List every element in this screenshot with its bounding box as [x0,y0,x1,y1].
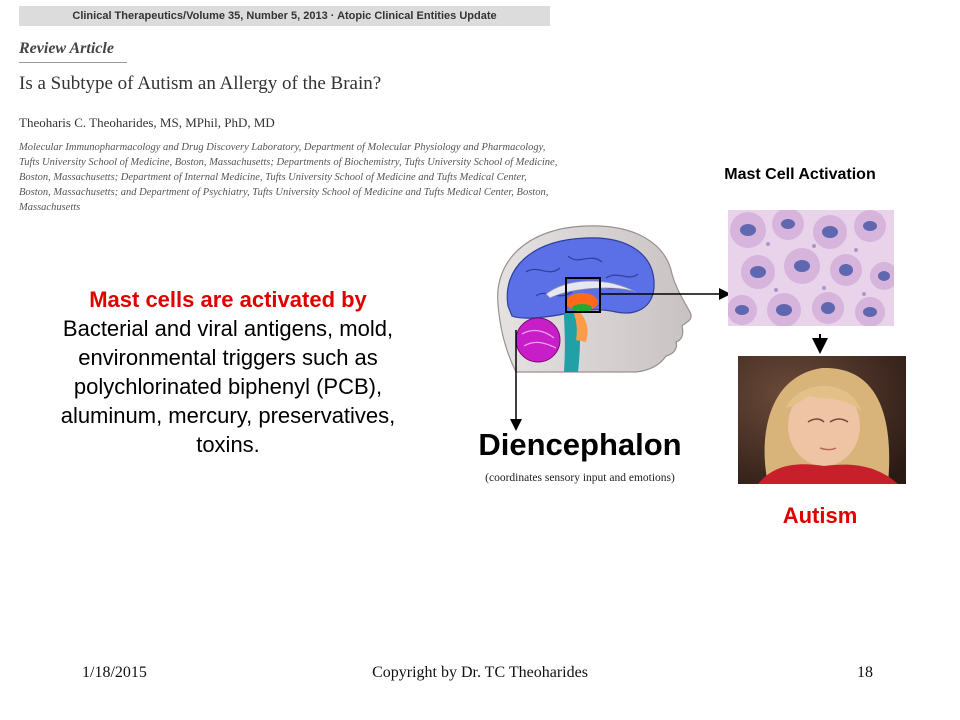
footer-page-number: 18 [857,664,873,681]
trigger-text-block: Mast cells are activated by Bacterial an… [40,285,416,459]
article-affiliation: Molecular Immunopharmacology and Drug Di… [19,142,558,213]
journal-citation-bar: Clinical Therapeutics/Volume 35, Number … [19,6,550,26]
trigger-heading: Mast cells are activated by [89,287,367,312]
article-type-label: Review Article [19,40,114,57]
article-author: Theoharis C. Theoharides, MS, MPhil, PhD… [19,115,275,130]
mast-cell-micrograph [728,210,894,326]
trigger-list: Bacterial and viral antigens, mold, envi… [60,316,396,457]
autism-label: Autism [782,503,858,528]
diencephalon-label: Diencephalon [478,427,682,462]
child-photo [738,356,906,484]
footer-copyright: Copyright by Dr. TC Theoharides [372,664,588,681]
article-title: Is a Subtype of Autism an Allergy of the… [19,73,382,94]
article-type-divider [19,62,127,63]
diencephalon-note: (coordinates sensory input and emotions) [485,472,675,484]
footer-date: 1/18/2015 [82,664,147,681]
mast-cell-activation-label: Mast Cell Activation [724,166,876,183]
brain-sagittal-illustration [497,225,692,373]
